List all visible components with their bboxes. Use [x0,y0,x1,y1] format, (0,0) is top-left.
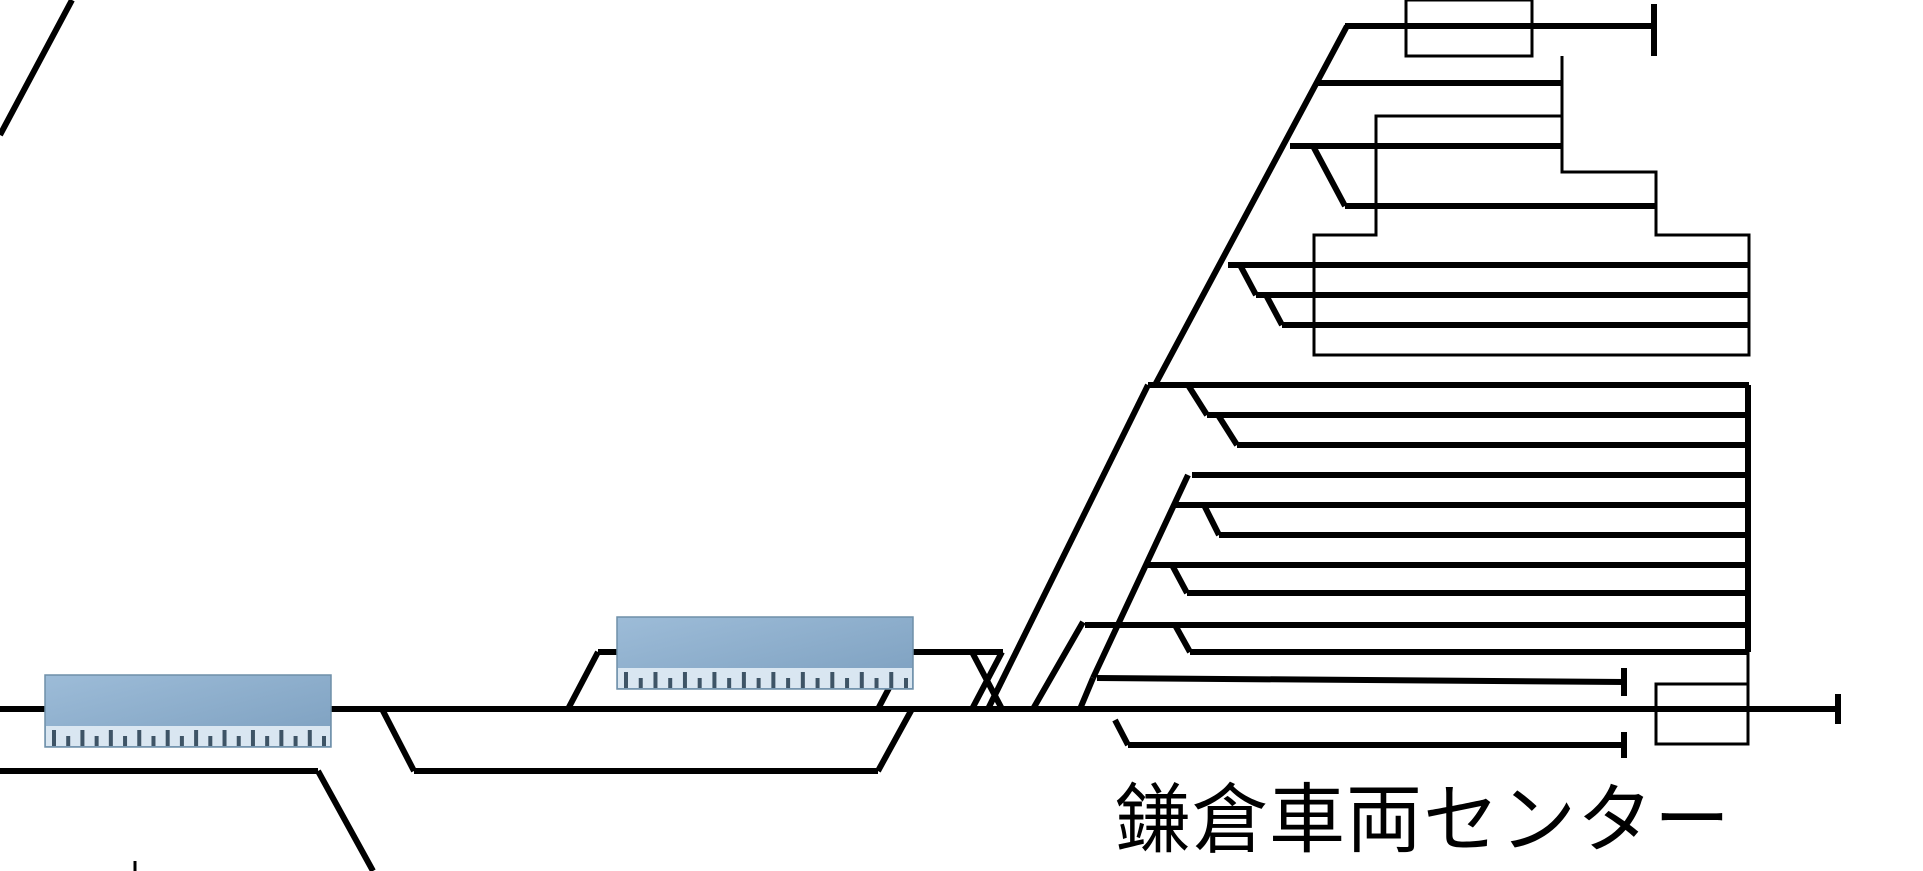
train-window-tick [108,730,113,746]
train-window-tick [786,678,791,688]
train-window-tick [165,730,170,746]
train-window-tick [741,672,746,688]
wiring-frames [1312,0,1751,746]
train-window-tick [66,736,71,746]
train-window-tick [293,736,298,746]
passing-siding [379,707,915,774]
upper-left-diagonal [0,0,75,137]
train-window-tick [307,730,312,746]
train-window-tick [830,672,835,688]
train-window-tick [638,678,643,688]
train-window-tick [80,730,85,746]
train-window-tick [151,736,156,746]
train-window-tick [697,678,702,688]
train-window-tick [682,672,687,688]
train-window-tick [250,730,255,746]
train-window-tick [123,736,128,746]
lower-left-track [0,768,376,871]
train-middle [616,616,914,690]
train-window-tick [756,678,761,688]
train-window-tick [137,730,142,746]
train-window-tick [624,672,628,688]
train-window-tick [194,730,199,746]
train-window-tick [727,678,732,688]
upper-yard [1228,4,1749,328]
train-window-tick [265,736,270,746]
train-window-tick [904,678,908,688]
train-window-tick [222,730,227,746]
train-window-tick [236,736,241,746]
lower-yard [1085,382,1751,758]
depot-label: 鎌倉車両センター [1115,775,1731,864]
train-window-tick [889,672,894,688]
depot-leads [985,24,1350,711]
train-window-tick [771,672,776,688]
train-window-tick [668,678,673,688]
train-left [44,674,332,748]
train-window-tick [279,730,284,746]
train-window-tick [859,672,864,688]
train-window-tick [179,736,184,746]
train-window-tick [874,678,879,688]
train-window-tick [845,678,850,688]
train-window-tick [52,730,56,746]
train-window-tick [322,736,326,746]
train-window-tick [208,736,213,746]
train-window-tick [653,672,658,688]
train-window-tick [94,736,99,746]
train-window-tick [712,672,717,688]
train-window-tick [800,672,805,688]
train-window-tick [815,678,820,688]
